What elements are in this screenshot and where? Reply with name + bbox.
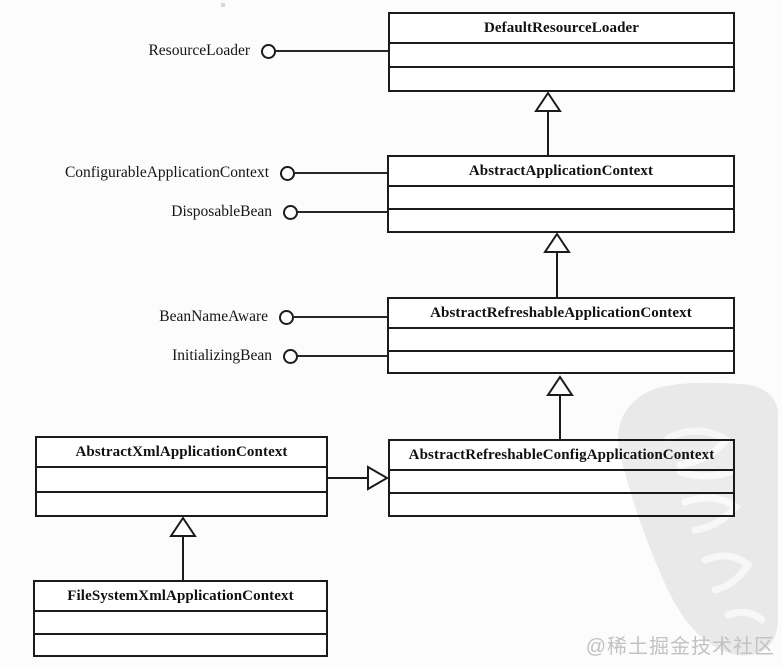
generalization-arrow-icon — [546, 375, 574, 439]
generalization-arrow-icon — [534, 91, 562, 155]
interface-label: DisposableBean — [171, 203, 272, 220]
methods-compartment — [390, 494, 733, 515]
class-box-file-system-xml-application-context: FileSystemXmlApplicationContext — [33, 580, 328, 657]
fields-compartment — [389, 329, 733, 352]
methods-compartment — [37, 493, 326, 516]
interface-label: InitializingBean — [172, 347, 272, 364]
interface-connector-line — [298, 355, 387, 357]
fields-compartment — [37, 468, 326, 493]
lollipop-interface-icon — [283, 348, 298, 364]
interface-connector-line — [298, 211, 387, 213]
scan-speck — [221, 3, 225, 7]
lollipop-interface-icon — [279, 309, 294, 325]
watermark-text: @稀土掘金技术社区 — [585, 636, 775, 658]
fields-compartment — [390, 44, 733, 68]
interface-connector-line — [276, 50, 388, 52]
lollipop-interface-icon — [261, 43, 276, 59]
interface-label: ConfigurableApplicationContext — [64, 164, 269, 181]
methods-compartment — [35, 635, 326, 656]
lollipop-interface-icon — [280, 165, 295, 181]
fields-compartment — [35, 612, 326, 635]
class-title: DefaultResourceLoader — [390, 14, 733, 44]
generalization-arrow-icon — [169, 516, 197, 580]
class-title: AbstractXmlApplicationContext — [37, 438, 326, 468]
methods-compartment — [389, 210, 733, 231]
watermark-seal-icon — [618, 382, 778, 656]
interface-initializing-bean: InitializingBean — [15, 346, 387, 366]
class-title: FileSystemXmlApplicationContext — [35, 582, 326, 612]
interface-label: ResourceLoader — [148, 42, 250, 59]
class-box-abstract-refreshable-application-context: AbstractRefreshableApplicationContext — [387, 297, 735, 374]
methods-compartment — [390, 68, 733, 90]
generalization-arrow-icon — [543, 232, 571, 297]
interface-disposable-bean: DisposableBean — [15, 202, 387, 222]
interface-connector-line — [294, 316, 387, 318]
class-box-abstract-application-context: AbstractApplicationContext — [387, 155, 735, 233]
lollipop-interface-icon — [283, 204, 298, 220]
generalization-arrow-right-icon — [328, 465, 389, 491]
interface-connector-line — [295, 172, 387, 174]
class-title: AbstractRefreshableApplicationContext — [389, 299, 733, 329]
class-title: AbstractApplicationContext — [389, 157, 733, 187]
fields-compartment — [389, 187, 733, 210]
class-title: AbstractRefreshableConfigApplicationCont… — [390, 441, 733, 471]
methods-compartment — [389, 352, 733, 373]
interface-configurable-application-context: ConfigurableApplicationContext — [15, 163, 387, 183]
class-box-abstract-xml-application-context: AbstractXmlApplicationContext — [35, 436, 328, 517]
class-box-default-resource-loader: DefaultResourceLoader — [388, 12, 735, 92]
interface-label: BeanNameAware — [159, 308, 268, 325]
interface-bean-name-aware: BeanNameAware — [15, 307, 387, 327]
class-box-abstract-refreshable-config-application-context: AbstractRefreshableConfigApplicationCont… — [388, 439, 735, 517]
interface-resource-loader: ResourceLoader — [30, 41, 388, 61]
fields-compartment — [390, 471, 733, 494]
